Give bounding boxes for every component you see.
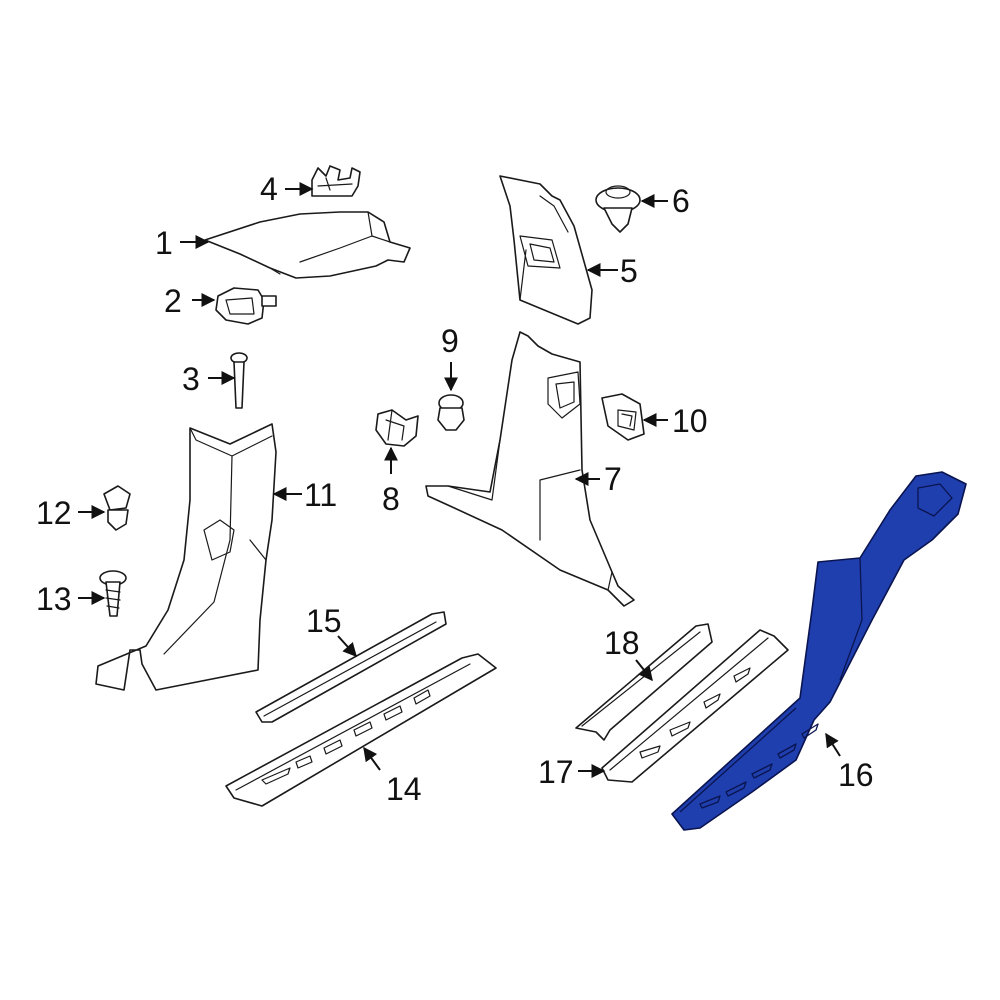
part-16-rear-trim-highlighted [671,471,967,831]
callout-6: 6 [672,183,690,219]
callout-15: 15 [306,603,342,639]
callout-14: 14 [386,771,422,807]
part-4-clip [311,165,361,197]
part-12-nut [103,485,131,531]
part-9-push-clip [437,394,465,431]
part-14-scuff-plate [225,653,497,807]
callout-4: 4 [260,171,278,207]
part-5-upper-b-pillar [499,175,593,325]
callout-9: 9 [441,323,459,359]
callout-17: 17 [538,754,574,790]
callout-12: 12 [36,495,72,531]
part-15-sill-strip [255,611,447,723]
leader-lines [78,182,841,778]
part-17-scuff-plate [601,629,789,783]
part-8-clip [375,409,419,447]
callout-18: 18 [604,625,640,661]
callout-5: 5 [620,253,638,289]
part-6-push-clip [595,185,641,233]
callout-11: 11 [304,477,337,513]
part-1-pillar-trim [204,211,411,279]
callout-16: 16 [838,757,874,793]
callout-8: 8 [382,481,400,517]
callout-2: 2 [164,283,182,319]
callout-10: 10 [672,403,708,439]
callout-13: 13 [36,581,72,617]
callout-7: 7 [604,461,622,497]
part-2-handle-bezel [215,287,277,325]
part-10-bezel [601,393,645,441]
part-3-bolt [230,352,248,409]
callout-1: 1 [155,225,173,261]
callout-labels: 1 2 3 4 5 6 7 8 9 10 11 12 13 14 15 16 1… [36,171,874,807]
part-7-lower-b-pillar [425,331,635,607]
callout-3: 3 [182,361,200,397]
part-11-lower-trim [95,423,277,691]
part-13-screw [99,570,127,617]
